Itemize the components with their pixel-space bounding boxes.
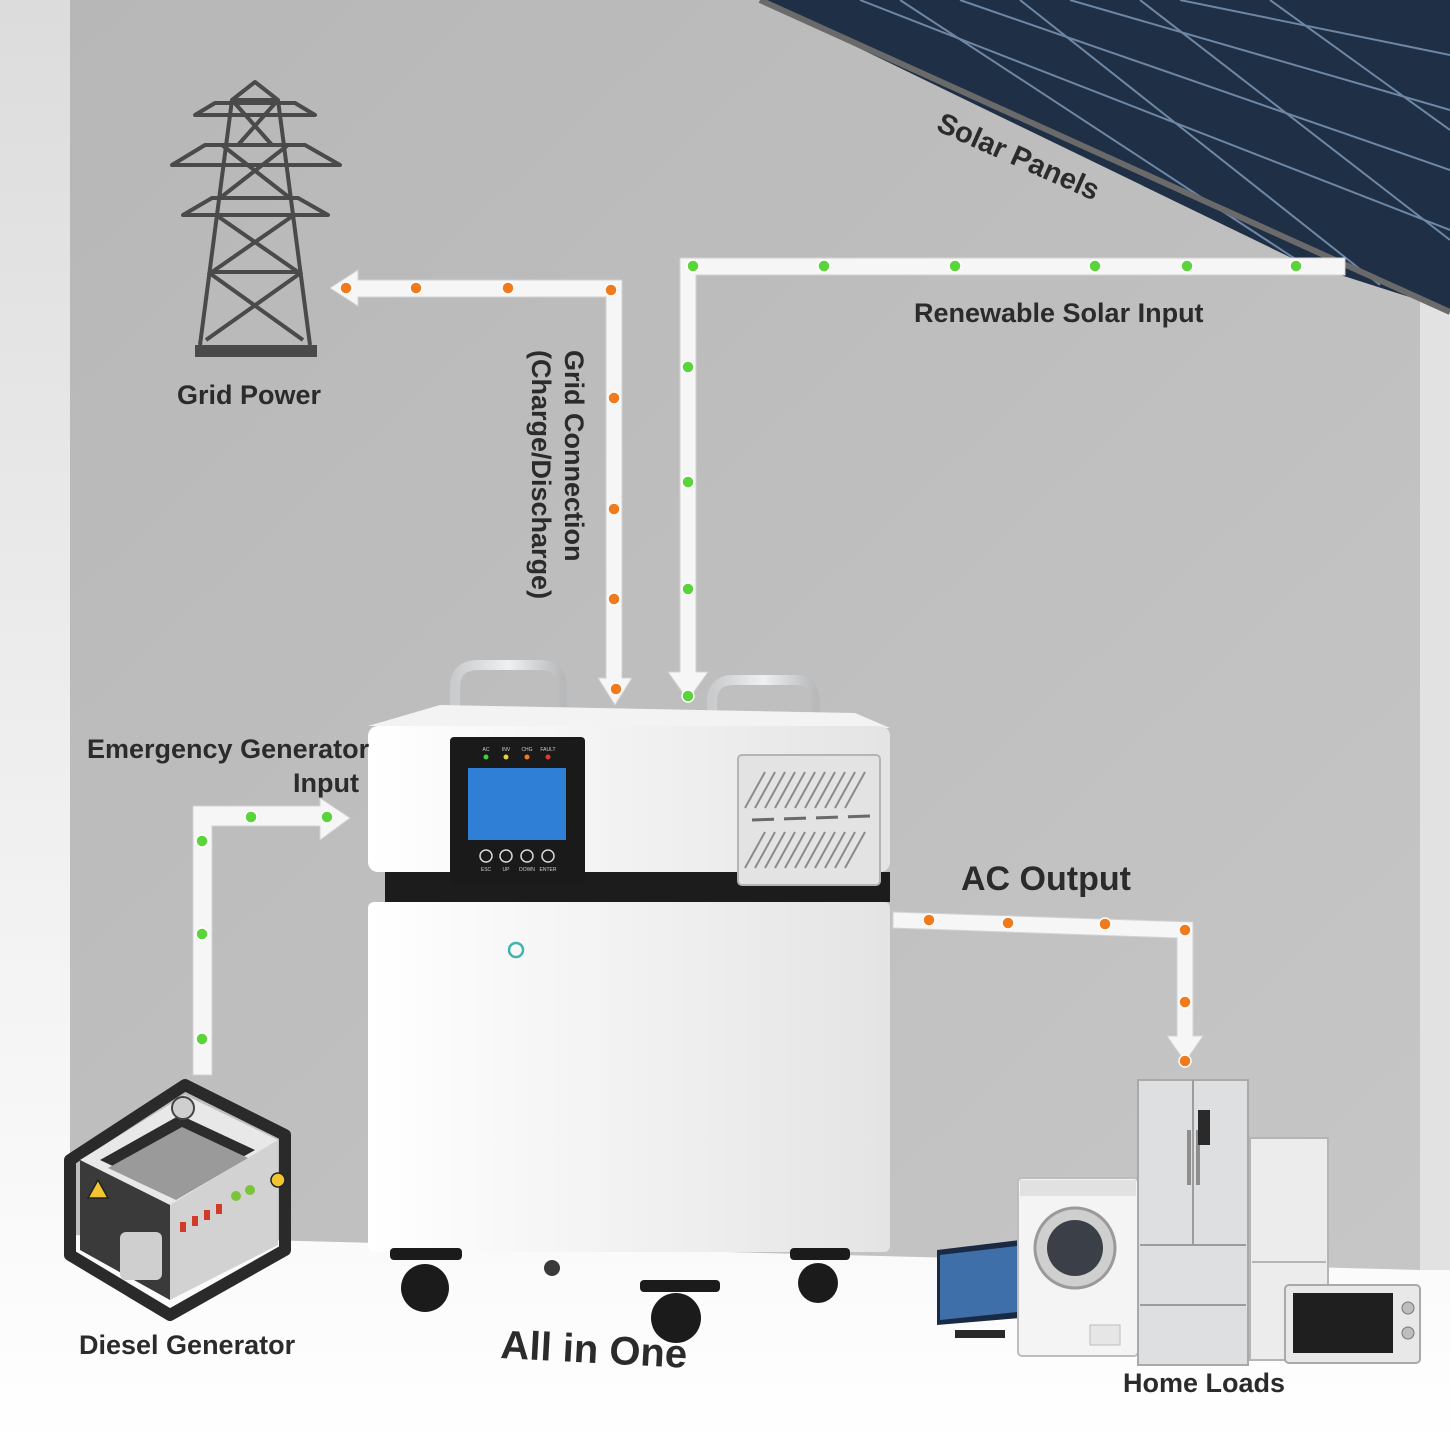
indicator-label-chg: CHG bbox=[521, 747, 532, 753]
transmission-tower-icon bbox=[170, 80, 342, 357]
indicator-label-fault: FAULT bbox=[540, 747, 555, 753]
unit-to-grid-dot-3 bbox=[604, 283, 618, 297]
solar-to-unit-dot-7 bbox=[681, 475, 695, 489]
flow-paths bbox=[192, 257, 1346, 1076]
home-appliances bbox=[937, 1079, 1421, 1366]
solar-to-unit-dot-0 bbox=[1289, 259, 1303, 273]
solar-to-unit-dot-3 bbox=[948, 259, 962, 273]
television-icon bbox=[937, 1240, 1020, 1338]
unit-to-grid-dot-4 bbox=[607, 391, 621, 405]
chg-indicator bbox=[524, 754, 530, 760]
grid-connection-label: Grid Connection bbox=[559, 350, 589, 562]
unit-to-grid-dot-6 bbox=[607, 592, 621, 606]
solar-to-unit-dot-6 bbox=[681, 360, 695, 374]
button-label-enter: ENTER bbox=[540, 867, 557, 873]
unit-to-home-dot-5 bbox=[1178, 1054, 1192, 1068]
all-in-one-label: All in One bbox=[500, 1323, 689, 1377]
unit-to-home-dot-2 bbox=[1098, 917, 1112, 931]
grid-flow-arrow bbox=[329, 269, 633, 706]
refrigerator-icon bbox=[1137, 1079, 1249, 1366]
emergency-generator-sublabel: Input bbox=[293, 768, 359, 798]
unit-to-grid-dot-2 bbox=[501, 281, 515, 295]
button-label-down: DOWN bbox=[519, 867, 535, 873]
generator-to-unit-dot-0 bbox=[195, 1032, 209, 1046]
button-label-esc: ESC bbox=[481, 867, 492, 873]
unit-to-grid-dot-0 bbox=[339, 281, 353, 295]
indicator-label-inv: INV bbox=[502, 747, 511, 753]
unit-to-home-dot-3 bbox=[1178, 923, 1192, 937]
washing-machine-icon bbox=[1017, 1177, 1139, 1357]
all-in-one-unit: AC INV CHG FAULT ESC UP DOWN ENTER bbox=[368, 660, 890, 1343]
ac-indicator bbox=[483, 754, 489, 760]
unit-to-grid-dot-1 bbox=[409, 281, 423, 295]
solar-to-unit-dot-4 bbox=[817, 259, 831, 273]
up-button-icon bbox=[499, 849, 513, 863]
unit-to-grid-dot-7 bbox=[609, 682, 623, 696]
ac-output-label: AC Output bbox=[961, 860, 1131, 898]
indicator-label-ac: AC bbox=[483, 747, 490, 753]
flow-dots bbox=[195, 259, 1303, 1068]
generator-to-unit-dot-3 bbox=[244, 810, 258, 824]
brand-logo-icon bbox=[507, 941, 525, 959]
solar-to-unit-dot-5 bbox=[686, 259, 700, 273]
solar-to-unit-dot-9 bbox=[681, 689, 695, 703]
solar-to-unit-dot-8 bbox=[681, 582, 695, 596]
wall-side bbox=[1420, 300, 1450, 1270]
down-button-icon bbox=[520, 849, 534, 863]
esc-button-icon bbox=[479, 849, 493, 863]
generator-to-unit-dot-1 bbox=[195, 927, 209, 941]
unit-to-home-dot-1 bbox=[1001, 916, 1015, 930]
left-handle bbox=[450, 660, 567, 722]
home-loads-label: Home Loads bbox=[1123, 1368, 1286, 1398]
casters bbox=[390, 1248, 850, 1343]
solar-to-unit-dot-2 bbox=[1088, 259, 1102, 273]
generator-to-unit-dot-4 bbox=[320, 810, 334, 824]
diesel-generator-label: Diesel Generator bbox=[79, 1330, 296, 1360]
grid-connection-sublabel: (Charge/Discharge) bbox=[526, 350, 556, 599]
emergency-generator-label: Emergency Generator bbox=[87, 734, 370, 764]
inv-indicator bbox=[503, 754, 509, 760]
lcd-screen bbox=[468, 768, 566, 840]
renewable-solar-input-label: Renewable Solar Input bbox=[914, 298, 1204, 328]
unit-to-grid-dot-5 bbox=[607, 502, 621, 516]
solar-flow-arrow bbox=[667, 257, 1346, 701]
solar-to-unit-dot-1 bbox=[1180, 259, 1194, 273]
button-label-up: UP bbox=[503, 867, 511, 873]
enter-button-icon bbox=[541, 849, 555, 863]
generator-flow-arrow bbox=[192, 797, 351, 1076]
generator-to-unit-dot-2 bbox=[195, 834, 209, 848]
grid-power-label: Grid Power bbox=[177, 380, 322, 410]
diesel-generator-icon bbox=[64, 1079, 291, 1321]
right-handle bbox=[707, 675, 820, 735]
fault-indicator bbox=[545, 754, 551, 760]
ac-output-flow-arrow bbox=[892, 911, 1204, 1063]
unit-to-home-dot-0 bbox=[922, 913, 936, 927]
unit-to-home-dot-4 bbox=[1178, 995, 1192, 1009]
microwave-icon bbox=[1284, 1284, 1421, 1364]
